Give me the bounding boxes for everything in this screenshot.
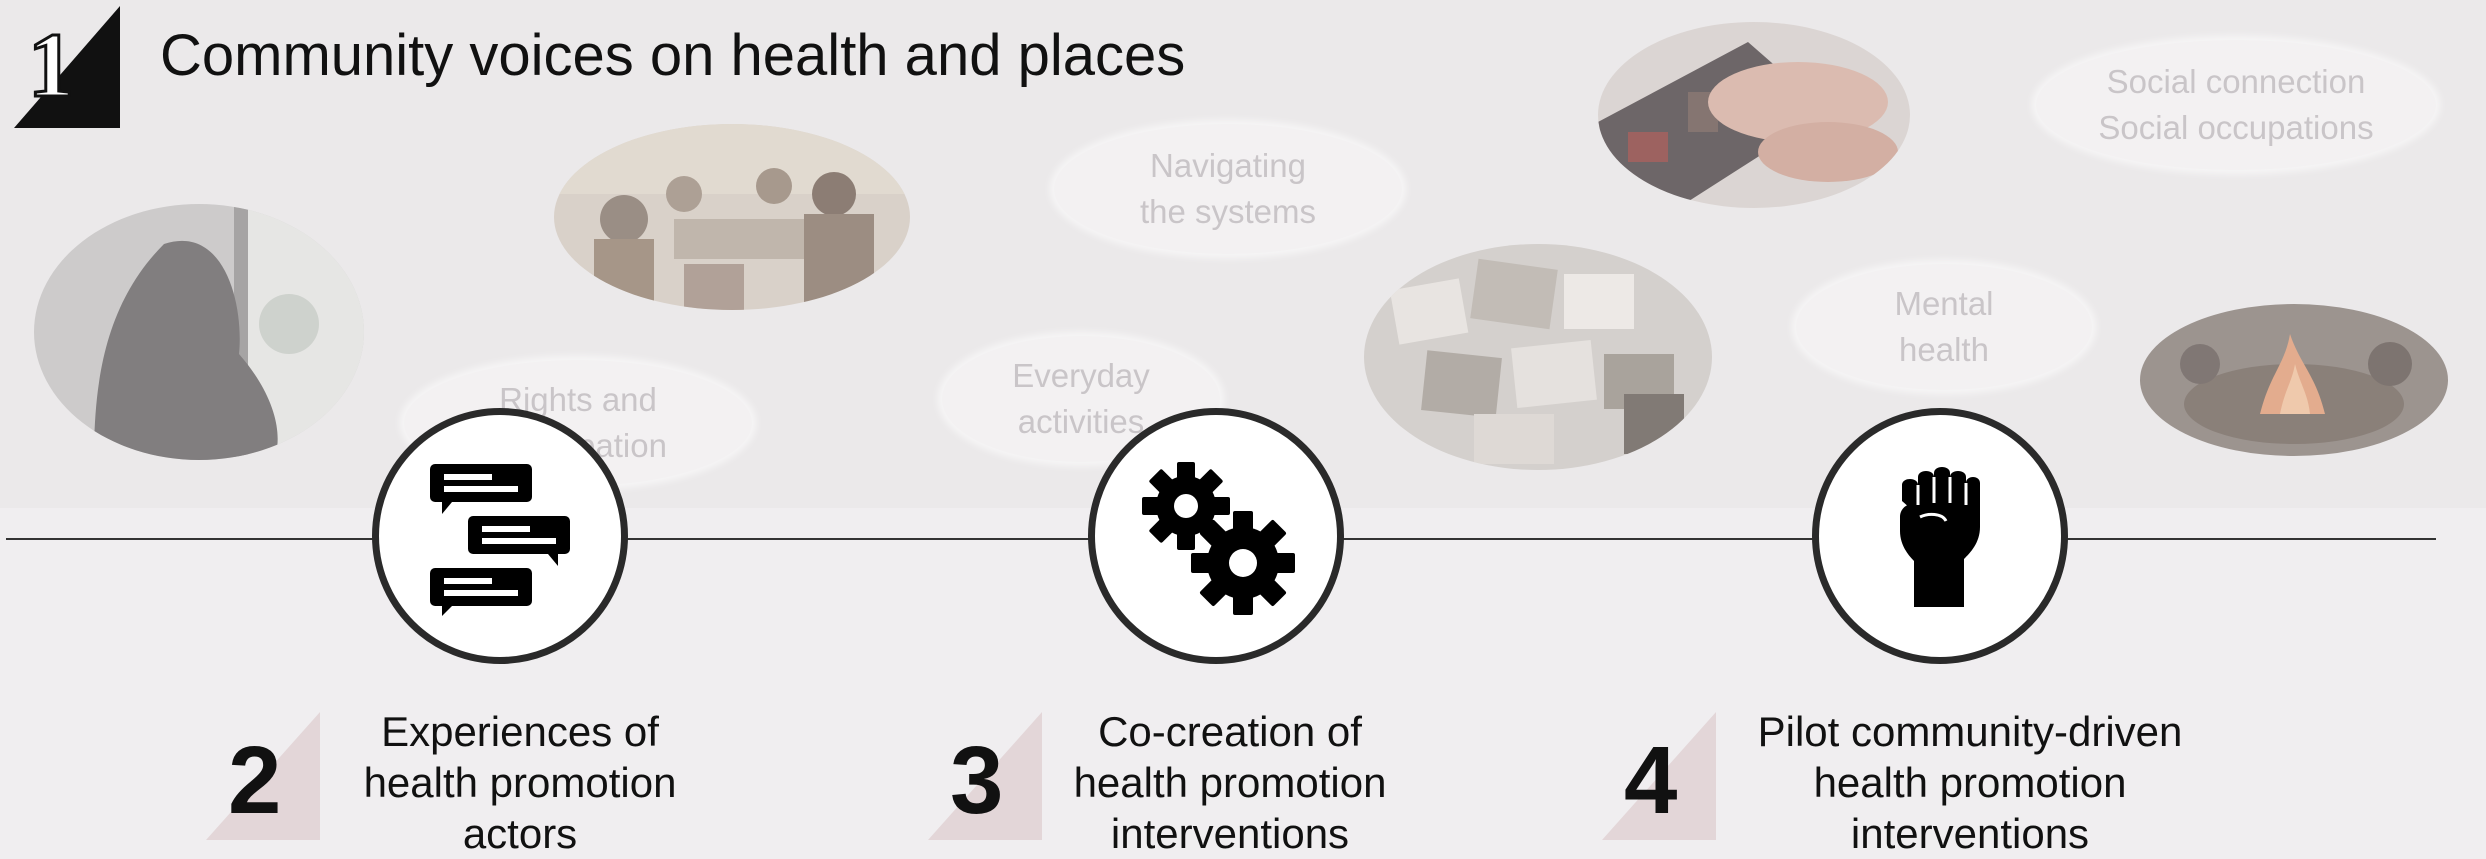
gears-icon [1142, 462, 1295, 615]
stage-4-circle [1812, 408, 2068, 664]
page-title: Community voices on health and places [160, 23, 1186, 88]
stage-3-label: Co-creation of health promotion interven… [1073, 708, 1387, 857]
photo-campfire [2140, 304, 2448, 456]
raised-fist-icon [1900, 467, 1980, 607]
stage-2-number: 2 [228, 727, 282, 834]
number-one-badge: 1 [14, 6, 120, 128]
theme-mental: Mental health [1796, 264, 2092, 390]
stage-4-label: Pilot community-driven health promotion … [1757, 708, 2183, 857]
photo-group-meeting [554, 124, 910, 310]
photo-hands-collage [1598, 22, 1910, 208]
theme-navigating: Navigating the systems [1054, 124, 1402, 254]
stage-4-number-badge: 4 [1602, 712, 1716, 840]
stage-3-circle [1088, 408, 1344, 664]
stage-3-number: 3 [950, 727, 1004, 834]
stage-2-circle [372, 408, 628, 664]
photo-person-window [34, 204, 364, 460]
stage-2-label: Experiences of health promotion actors [363, 708, 677, 857]
stage-2-number-badge: 2 [206, 712, 320, 840]
photo-images-on-table [1364, 244, 1712, 470]
header-number: 1 [28, 14, 74, 116]
chat-bubbles-icon [430, 464, 570, 616]
theme-social: Social connection Social occupations [2036, 40, 2436, 170]
stage-3-number-badge: 3 [928, 712, 1042, 840]
stage-4-number: 4 [1624, 727, 1678, 834]
